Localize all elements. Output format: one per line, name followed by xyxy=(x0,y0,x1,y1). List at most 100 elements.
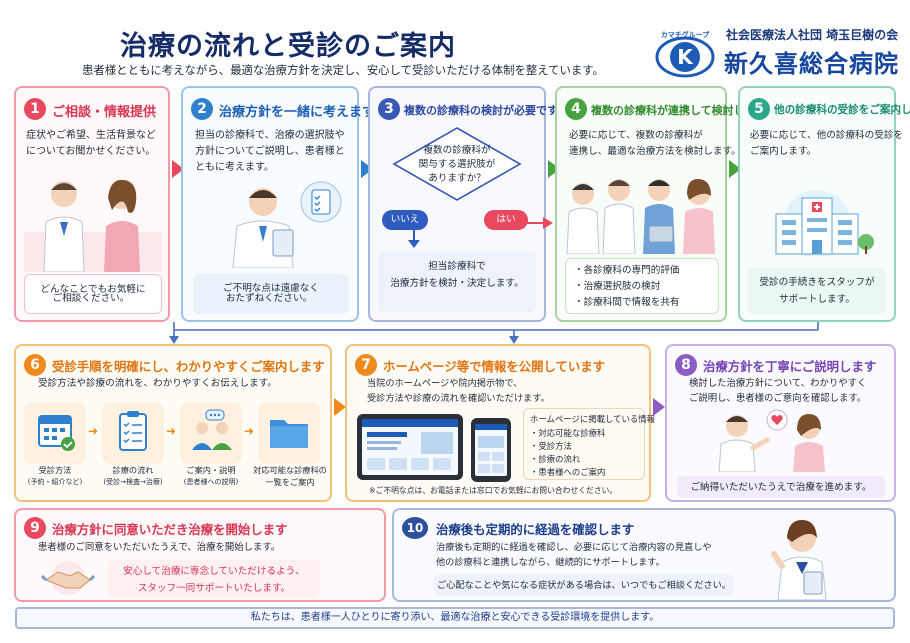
step-2-card: 2 治療方針を一緒に考えます 担当の診療科で、治療の選択肢や 方針についてご説明… xyxy=(181,86,375,322)
step-10-card: 10 治療後も定期的に経過を確認します 治療後も定期的に経過を確認し、必要に応じ… xyxy=(392,508,896,602)
step-2-note: ご不明な点は遠慮なく xyxy=(193,274,349,314)
yes-arrow xyxy=(515,216,555,230)
handshake-icon xyxy=(38,560,98,596)
step-4-text-line: 必要に応じて、複数の診療科が xyxy=(569,130,703,141)
folder-icon xyxy=(270,420,308,448)
step-10-note: ご心配なことや気になる症状がある場合は、いつでもご相談ください。 xyxy=(434,574,734,596)
step-7-title: ホームページ等で情報を公開しています xyxy=(383,359,606,374)
step-5-text-line: ご案内します。 xyxy=(750,146,817,157)
step-1-card: 1 ご相談・情報提供 症状やご希望、生活背景など についてお聞かせください。 ど… xyxy=(14,86,170,322)
no-arrow xyxy=(404,202,424,248)
step-2-text-line: ともに考えます。 xyxy=(195,162,274,173)
step-1-text-line: についてお聞かせください。 xyxy=(26,146,156,157)
step-7-card: 7 ホームページ等で情報を公開しています 当院のホームページや院内掲示物で、 受… xyxy=(345,344,655,502)
step-5-note-line: 受診の手続きをスタッフが xyxy=(759,277,875,288)
flow-item-1 xyxy=(24,402,86,464)
step-4-bullet: 治療選択肢の検討 xyxy=(574,279,718,295)
step-5-note: 受診の手続きをスタッフが サポートします。 xyxy=(748,268,886,314)
website-info-bullet: 受診方法 xyxy=(530,440,644,453)
flow-item-4 xyxy=(258,402,320,464)
step-4-bullet: 診療科間で情報を共有 xyxy=(574,295,718,311)
step-4-bullet: 各診療科の専門的評価 xyxy=(574,263,718,279)
step-6-title: 受診手順を明確にし、わかりやすくご案内します xyxy=(52,359,325,374)
flow-item-4-label: 対応可能な診療科の xyxy=(253,465,327,475)
step-10-number: 10 xyxy=(402,517,428,539)
flow-item-3-label: ご案内・説明 xyxy=(186,465,236,475)
flow-arrow-icon: ➜ xyxy=(166,424,177,438)
svg-text:K: K xyxy=(677,45,694,69)
logo-group-text: カマチグループ xyxy=(661,30,711,39)
step-3-number: 3 xyxy=(378,98,400,120)
consult-icon xyxy=(192,409,232,450)
step-9-note-line: スタッフ一同サポートいたします。 xyxy=(137,583,291,594)
page-title: 治療の流れと受診のご案内 xyxy=(120,31,456,62)
page-subtitle: 患者様とともに考えながら、最適な治療方針を決定し、安心して受診いただける体制を整… xyxy=(82,63,604,77)
consultation-illustration xyxy=(24,172,162,272)
website-info-bullet: 診療の流れ xyxy=(530,453,644,466)
step-6-text: 受診方法や診療の流れを、わかりやすくお伝えします。 xyxy=(38,378,277,389)
step-6-card: 6 受診手順を明確にし、わかりやすくご案内します 受診方法や診療の流れを、わかり… xyxy=(14,344,332,502)
arrow-6-7 xyxy=(334,398,346,416)
step-5-number: 5 xyxy=(748,98,770,120)
flow-arrow-icon: ➜ xyxy=(244,424,255,438)
logo-hospital-name: 新久喜総合病院 xyxy=(724,50,899,78)
step-3-card: 3 複数の診療科の検討が必要ですか? 複数の診療科が 関与する選択肢が あります… xyxy=(368,86,575,322)
flow-arrow-icon: ➜ xyxy=(88,424,99,438)
doctor-illustration xyxy=(203,180,343,268)
team-illustration xyxy=(563,170,723,254)
row-connector xyxy=(0,322,910,346)
decision-text-line: 複数の診療科が xyxy=(423,145,491,156)
step-9-card: 9 治療方針に同意いただき治療を開始します 患者様のご同意をいただいたうえで、治… xyxy=(14,508,386,602)
step-3-note-line: 治療方針を検討・決定します。 xyxy=(390,278,524,289)
step-8-card: 8 治療方針を丁寧にご説明します 検討した治療方針について、わかりやすく ご説明… xyxy=(665,344,896,502)
step-2-number: 2 xyxy=(191,98,213,120)
step-1-title: ご相談・情報提供 xyxy=(52,105,157,120)
step-9-title: 治療方針に同意いただき治療を開始します xyxy=(52,522,288,537)
hospital-building-icon xyxy=(754,184,880,256)
arrow-7-8 xyxy=(653,398,665,416)
step-5-text-line: 必要に応じて、他の診療科の受診を xyxy=(750,130,904,141)
no-badge: いいえ xyxy=(382,210,428,230)
step-1-note: どんなことでもお気軽に xyxy=(24,274,162,314)
step-6-number: 6 xyxy=(24,354,46,376)
step-7-number: 7 xyxy=(355,354,377,376)
flow-item-3 xyxy=(180,402,242,464)
hospital-logo: K カマチグループ xyxy=(654,28,716,78)
step-7-text-line: 当院のホームページや院内掲示物で、 xyxy=(367,378,523,389)
step-9-note: 安心して治療に専念していただけるよう、 スタッフ一同サポートいたします。 xyxy=(108,560,320,598)
step-4-number: 4 xyxy=(565,98,587,120)
explanation-illustration xyxy=(697,408,857,472)
website-info-bullet: 患者様へのご案内 xyxy=(530,466,644,479)
step-4-title: 複数の診療科が連携して検討します xyxy=(591,104,767,117)
step-10-text-line: 他の診療科と連携しながら、継続的にサポートします。 xyxy=(436,557,665,568)
step-2-note-line: ご不明な点は遠慮なく xyxy=(223,283,319,294)
step-7-text-line: 受診方法や診療の流れを確認いただけます。 xyxy=(367,393,550,404)
flow-item-3-sublabel: (患者様への説明) xyxy=(183,478,239,486)
step-4-card: 4 複数の診療科が連携して検討します 必要に応じて、複数の診療科が 連携し、最適… xyxy=(555,86,767,322)
step-8-title: 治療方針を丁寧にご説明します xyxy=(703,359,877,374)
decision-text-line: ありますか？ xyxy=(428,173,486,184)
flow-item-2-label: 診療の流れ xyxy=(112,465,154,475)
flow-item-4-sublabel: 一覧をご案内 xyxy=(265,477,315,487)
step-8-note: ご納得いただいたうえで治療を進めます。 xyxy=(677,476,885,498)
flow-item-1-sublabel: (予約・紹介など) xyxy=(27,478,83,486)
step-2-note-line-2: おたずねください。 xyxy=(225,293,313,304)
step-8-text-line: ご説明し、患者様のご意向を確認します。 xyxy=(689,393,867,404)
nurse-illustration xyxy=(752,514,852,600)
decision-text-line: 関与する選択肢が xyxy=(418,159,496,170)
logo-org: 社会医療法人社団 埼玉巨樹の会 xyxy=(726,28,899,42)
step-8-text-line: 検討した治療方針について、わかりやすく xyxy=(689,378,867,389)
step-2-title: 治療方針を一緒に考えます xyxy=(219,105,376,120)
decision-diamond xyxy=(392,126,522,202)
step-9-text: 患者様のご同意をいただいたうえで、治療を開始します。 xyxy=(38,542,281,553)
flow-item-1-label: 受診方法 xyxy=(38,465,72,475)
step-2-text-line: 方針についてご説明し、患者様と xyxy=(195,146,345,157)
step-3-note: 担当診療科で 治療方針を検討・決定します。 xyxy=(378,252,536,312)
step-1-number: 1 xyxy=(24,98,46,120)
step-9-number: 9 xyxy=(24,517,46,539)
flow-item-2-sublabel: (受診→検査→治療) xyxy=(103,478,163,486)
step-3-title: 複数の診療科の検討が必要ですか? xyxy=(404,104,576,117)
step-1-note-line-2: ご相談ください。 xyxy=(52,293,130,304)
